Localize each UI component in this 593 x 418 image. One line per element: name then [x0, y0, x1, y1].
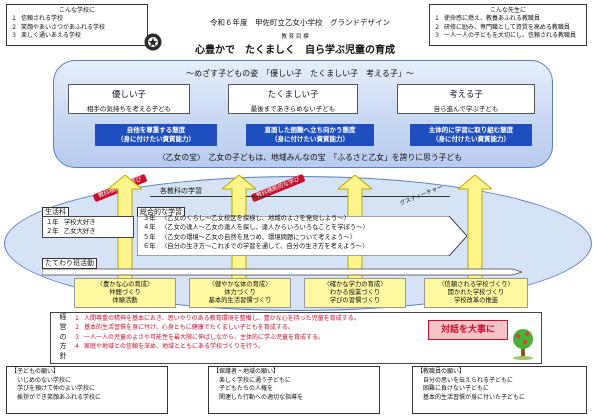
hopes-item: 挨拶ができ笑顔あふれる学校に [17, 393, 102, 401]
teacher-vision-title: こんな先生に [489, 7, 526, 14]
subjects-label: 各教科の学習 [160, 187, 202, 195]
goal-card-title: 優しい子 [111, 90, 146, 100]
vertical-group-label: たてわり班活動 [42, 258, 97, 269]
goal-card-title: 考える子 [449, 90, 483, 100]
integrated-row: ５年〈乙女の環境～乙女の自然を見つめ、環境問題について考えよう～〉 [143, 233, 357, 241]
school-vision-title: こんな学校に [58, 7, 95, 14]
tree-illustration-icon [510, 326, 536, 360]
life-studies-box: １年学校大好き ２年乙女大好き [42, 216, 134, 238]
competency-badge-respect: 自他を尊重する態度（身に付けたい資質能力） [95, 124, 217, 146]
goal-card-think: 考える子 自ら進んで学ぶ子ども [397, 84, 535, 114]
goal-card-sub: 自ら進んで学ぶ子ども [433, 105, 499, 113]
education-goal: 心豊かで たくましく 自ら学ぶ児童の育成 [195, 45, 395, 56]
goal-card-sub: 最後まであきらめない子ども [250, 105, 336, 113]
hopes-item: 困難に負けない子どもに [423, 385, 490, 393]
vision-panel [53, 60, 553, 168]
pillar-trust: 〈信頼される学校づくり〉開かれた学校づくり学校改革の推進 [424, 278, 528, 308]
pillar-academics: 〈確かな学力の育成〉わかる授業づくり学びの習慣づくり [304, 278, 406, 308]
pillar-body: 〈健やかな体の育成〉体力づくり基本的生活習慣づくり [189, 278, 291, 308]
pillar-heart: 〈豊かな心の育成〉仲間づくり体験活動 [74, 278, 176, 308]
children-hopes-box: 【子どもの願い】 いじめのない学校に 学びを預けて仲のよい学校に 挨拶ができ笑顔… [6, 366, 168, 414]
vertical-group-arrow [41, 268, 524, 276]
goal-card-tough: たくましい子 最後まであきらめない子ども [228, 84, 358, 114]
life-studies-row: １年学校大好き [46, 219, 96, 226]
goal-card-sub: 相手の気持ちを考える子ども [86, 105, 172, 113]
parents-hopes-box: 【保護者・地域の願い】 楽しく学校に通う子どもに 子どもたちの人権を 関連した行… [208, 366, 380, 414]
integrated-arrow [136, 215, 468, 257]
dialogue-badge: 対話を大事に [428, 320, 508, 340]
hopes-title: 【保護者・地域の願い】 [213, 368, 280, 375]
hopes-item: 関連した行動への適切な指導を [219, 393, 304, 401]
life-studies-row: ２年乙女大好き [46, 228, 96, 236]
hopes-item: 学びを預けて仲のよい学校に [17, 385, 96, 393]
integrated-studies-list: ３年〈乙女のくらし～乙女校区を探検し、地域のよさを発見しよう～〉 ４年〈乙女の達… [143, 214, 369, 251]
otome-treasure: 〈乙女の宝〉 乙女の子どもは、地域みんなの宝 「ふるさと乙女」を誇りに思う子ども [157, 153, 463, 162]
hopes-item: 楽しく学校に通う子どもに [219, 376, 292, 384]
hopes-title: 【教職員の願い】 [417, 368, 466, 375]
competency-badge-initiative: 主体的に学習に取り組む態度（身に付けたい資質能力） [410, 124, 532, 146]
integrated-row: ３年〈乙女のくらし～乙女校区を探検し、地域のよさを発見しよう～〉 [143, 215, 350, 222]
integrated-row: ４年〈乙女の達人～乙女の達人を探し、達人からいろいろなことを学ぼう～〉 [143, 224, 369, 232]
integrated-row: ６年〈自分の生き方～これまでの学習を通して、自分の生き方を考えよう～〉 [143, 242, 369, 250]
goal-card-kind: 優しい子 相手の気持ちを考える子ども [68, 84, 190, 114]
subjects-line [150, 196, 450, 197]
goal-card-title: たくましい子 [267, 90, 319, 100]
school-emblem-icon [144, 33, 162, 51]
hopes-title: 【子どもの願い】 [11, 368, 60, 375]
policy-vertical-label: 経営の方針 [59, 313, 67, 361]
hopes-item: いじめのない学校に [17, 376, 72, 384]
hopes-item: 子どもたちの人権を [219, 385, 274, 393]
vision-title: ～めざす子どもの姿 「優しい子 たくましい子 考える子」～ [186, 69, 414, 78]
staff-hopes-box: 【教職員の願い】 自分の思いを伝えられる子どもに 困難に負けない子どもに 基本的… [412, 366, 587, 414]
goal-label: 教 育 目 標 [281, 34, 309, 40]
hopes-item: 自分の思いを伝えられる子どもに [423, 376, 514, 384]
competency-badge-resilience: 直面した困難へ立ち向かう態度（身に付けたい資質能力） [246, 124, 374, 146]
hopes-item: 基本的生活習慣が身に付いた子どもに [423, 393, 526, 401]
year-title: 令和６年度 甲佐町立乙女小学校 グランドデザイン [210, 18, 390, 27]
